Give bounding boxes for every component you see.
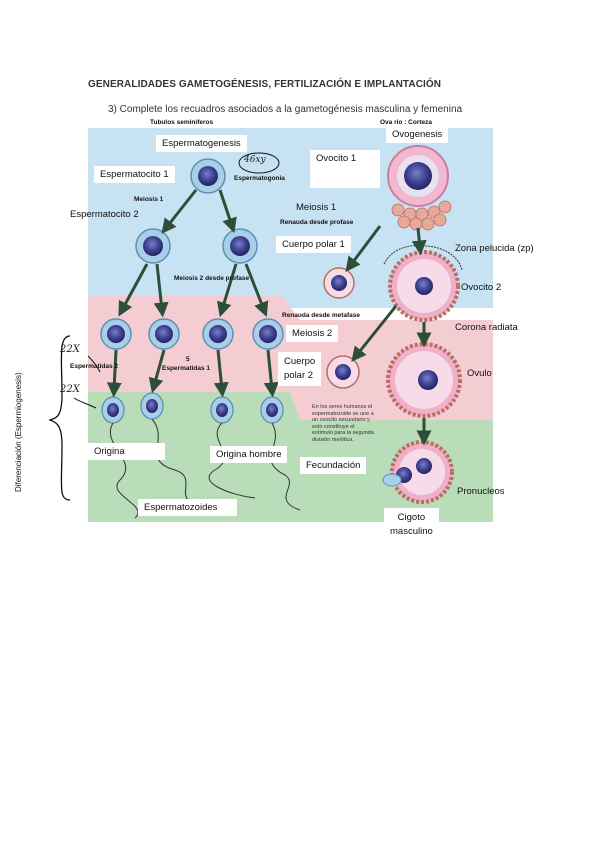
origina-label: Origina xyxy=(88,443,165,460)
ovulo-label: Ovulo xyxy=(467,368,492,379)
pronucleos-label: Pronucleos xyxy=(457,486,505,497)
fecundacion-label: Fecundación xyxy=(300,457,367,474)
cigoto-line2: masculino xyxy=(390,526,433,537)
cuerpo-polar2-label: Cuerpo polar 2 xyxy=(278,352,322,386)
karyotype-22x-a: 22X xyxy=(60,344,80,355)
polar-bodies xyxy=(323,267,360,389)
secondary-spermatocytes xyxy=(100,318,284,350)
female-arrows xyxy=(345,225,432,446)
cuerpo-polar2-line2: polar 2 xyxy=(284,370,314,381)
reanuda-profase-label: Renauda desde profase xyxy=(280,219,354,226)
espermatogenesis-label: Espermatogenesis xyxy=(156,135,247,152)
tubulos-label: Tubulos seminiferos xyxy=(150,119,214,126)
meiosis1-male-label: Meiosis 1 xyxy=(134,196,164,203)
ovum xyxy=(386,342,462,418)
secondary-oocyte xyxy=(383,245,463,322)
ovocito1-label: Ovocito 1 xyxy=(310,150,380,188)
origina-hombre-label: Origina hombre xyxy=(210,446,288,463)
number-5: 5 xyxy=(186,356,190,363)
cigoto-line1: Cigoto xyxy=(397,512,426,523)
instruction-text: 3) Complete los recuadros asociados a la… xyxy=(108,104,463,115)
zygote xyxy=(382,440,454,504)
espermatocito2-label: Espermatocito 2 xyxy=(70,209,139,220)
espermatidas1-label: Espermatidas 1 xyxy=(162,365,211,372)
karyotype-46xy: 46xy xyxy=(244,155,266,165)
primary-oocyte xyxy=(387,145,452,231)
espermatocito1-label: Espermatocito 1 xyxy=(94,166,175,183)
page-title: GENERALIDADES GAMETOGÉNESIS, FERTILIZACI… xyxy=(88,79,442,90)
primary-spermatocyte-right xyxy=(222,228,258,264)
zona-pelucida-label: Zona pelucida (zp) xyxy=(455,243,534,254)
fertilization-caption: En los seres humanos el espermatozoide s… xyxy=(312,404,374,443)
primary-spermatocyte-left xyxy=(135,228,171,264)
meiosis1-female-label: Meiosis 1 xyxy=(296,202,337,213)
bracket xyxy=(48,335,71,501)
male-arrows xyxy=(106,189,279,398)
meiosis2-label: Meiosis 2 xyxy=(286,325,339,342)
espermatogonia-label: Espermatogonia xyxy=(234,175,285,182)
cuerpo-polar1-label: Cuerpo polar 1 xyxy=(276,236,351,253)
diferenciacion-label: Diferenciación (Espermiogenesis) xyxy=(14,372,23,492)
sperm-tails xyxy=(110,418,301,519)
ovario-label: Ova rio : Corteza xyxy=(380,119,433,126)
cuerpo-polar2-line1: Cuerpo xyxy=(284,356,316,367)
espermatozoides-label: Espermatozoides xyxy=(138,499,238,516)
hand-arrow-1 xyxy=(87,355,101,373)
reanuda-metafase-label: Renauda desde metafase xyxy=(282,312,361,319)
cigoto-label: Cigoto masculino xyxy=(384,508,439,542)
ovocito2-label: Ovocito 2 xyxy=(461,282,502,293)
spermatogonia-cell xyxy=(190,158,226,194)
ovogenesis-label: Ovogenesis xyxy=(386,126,449,143)
espermatidas2-label: Espermatidas 2 xyxy=(70,363,119,370)
meiosis2-overlap-label: Meiosis 2 desde profase xyxy=(174,275,250,282)
karyotype-22x-b: 22X xyxy=(60,384,80,395)
karyotype-circle xyxy=(238,152,280,174)
corona-radiata-label: Corona radiata xyxy=(455,322,518,333)
hand-arrow-2 xyxy=(73,397,97,409)
